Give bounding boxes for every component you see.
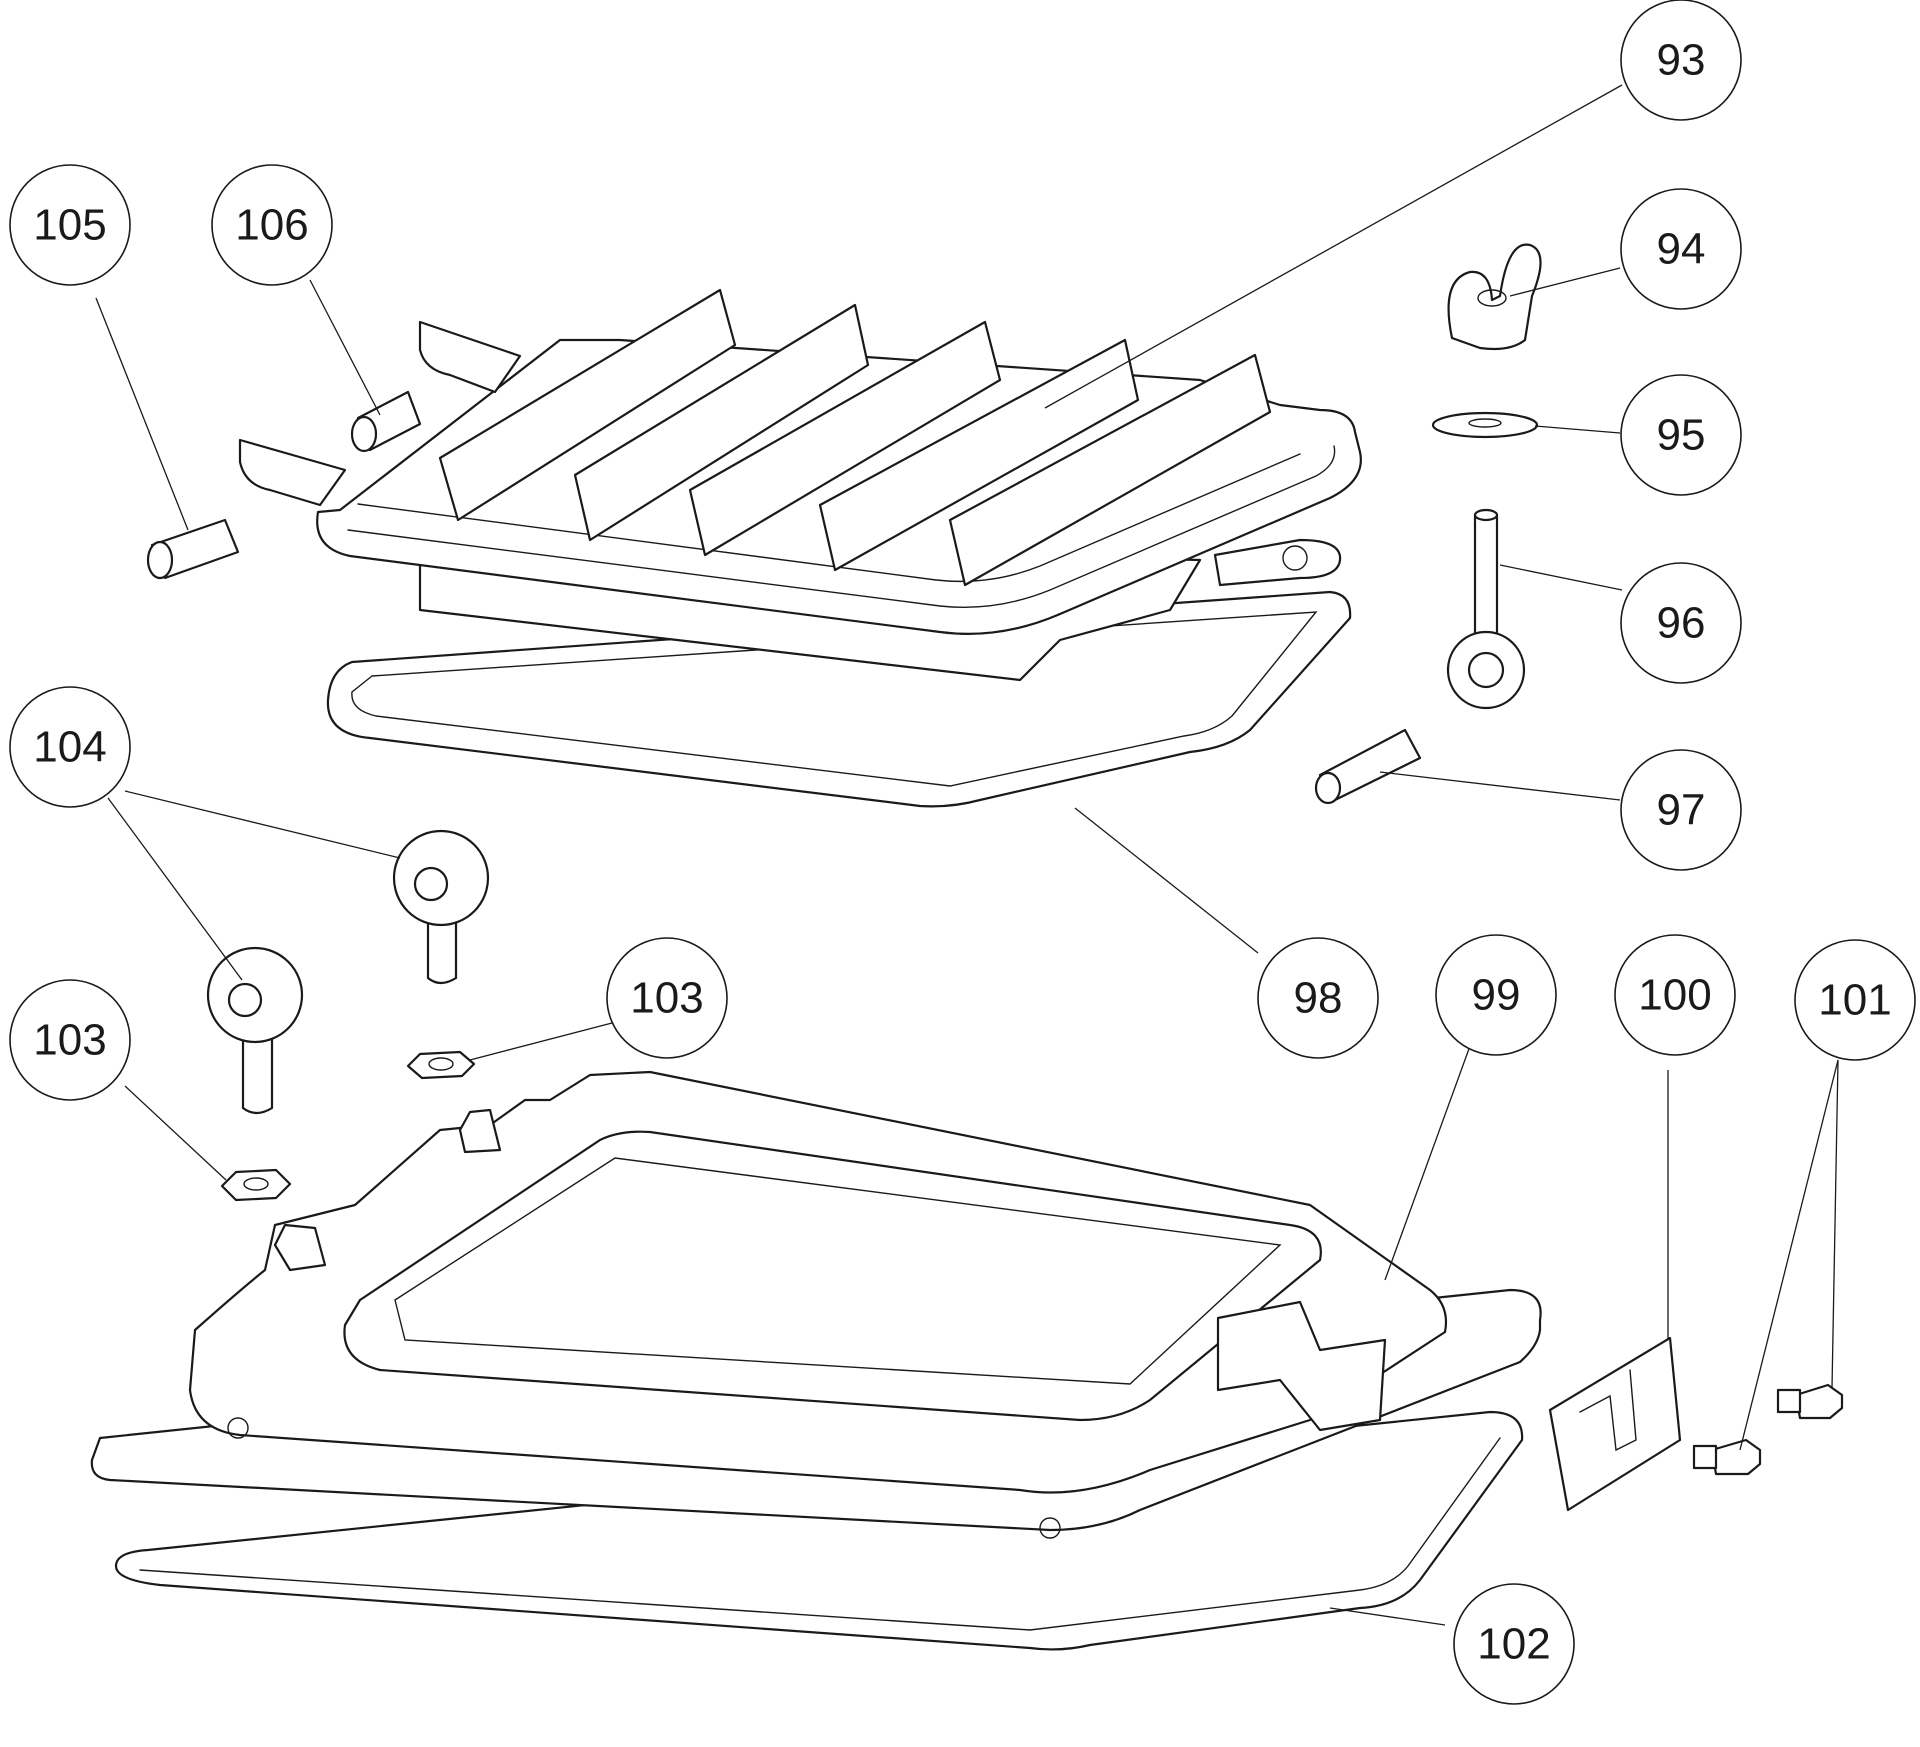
svg-text:98: 98	[1294, 974, 1343, 1023]
callout-94: 94	[1620, 188, 1742, 310]
eye-bolt-104-left	[206, 946, 304, 1115]
pin-97	[1314, 728, 1422, 805]
svg-text:95: 95	[1657, 411, 1706, 460]
gasket-ring-98	[326, 590, 1352, 808]
wing-nut-94	[1447, 243, 1542, 351]
svg-text:103: 103	[630, 974, 703, 1023]
svg-text:103: 103	[33, 1016, 106, 1065]
svg-text:101: 101	[1818, 976, 1891, 1025]
callout-106: 106	[211, 164, 333, 286]
svg-text:104: 104	[33, 723, 106, 772]
pin-105	[146, 518, 240, 580]
callout-103-left: 103	[9, 979, 131, 1101]
svg-text:94: 94	[1657, 225, 1706, 274]
callout-105: 105	[9, 164, 131, 286]
callout-97: 97	[1620, 749, 1742, 871]
callout-98: 98	[1257, 937, 1379, 1059]
hex-nut-103-right	[406, 1050, 476, 1080]
eye-bolt-104-right	[392, 829, 490, 985]
svg-text:105: 105	[33, 201, 106, 250]
washer-95	[1431, 411, 1539, 439]
callout-103-right: 103	[606, 937, 728, 1059]
grille-frame-93	[238, 288, 1362, 682]
callout-104: 104	[9, 686, 131, 808]
svg-text:93: 93	[1657, 36, 1706, 85]
hex-nut-103-left	[220, 1168, 292, 1202]
callout-101: 101	[1794, 939, 1916, 1061]
svg-text:96: 96	[1657, 599, 1706, 648]
pin-106	[350, 390, 422, 453]
eye-bolt-96	[1446, 508, 1526, 710]
svg-text:100: 100	[1638, 971, 1711, 1020]
svg-text:102: 102	[1477, 1620, 1550, 1669]
screw-101-left	[1692, 1438, 1762, 1476]
screw-101-right	[1776, 1383, 1844, 1420]
leader-lines	[95, 84, 1839, 1626]
callout-95: 95	[1620, 374, 1742, 496]
callout-102: 102	[1453, 1583, 1575, 1705]
svg-text:99: 99	[1472, 971, 1521, 1020]
callout-96: 96	[1620, 562, 1742, 684]
base-frame-99	[90, 1070, 1542, 1539]
callout-99: 99	[1435, 934, 1557, 1056]
callout-100: 100	[1614, 934, 1736, 1056]
svg-text:106: 106	[235, 201, 308, 250]
callout-93: 93	[1620, 0, 1742, 121]
svg-text:97: 97	[1657, 786, 1706, 835]
latch-plate-100	[1548, 1336, 1682, 1512]
